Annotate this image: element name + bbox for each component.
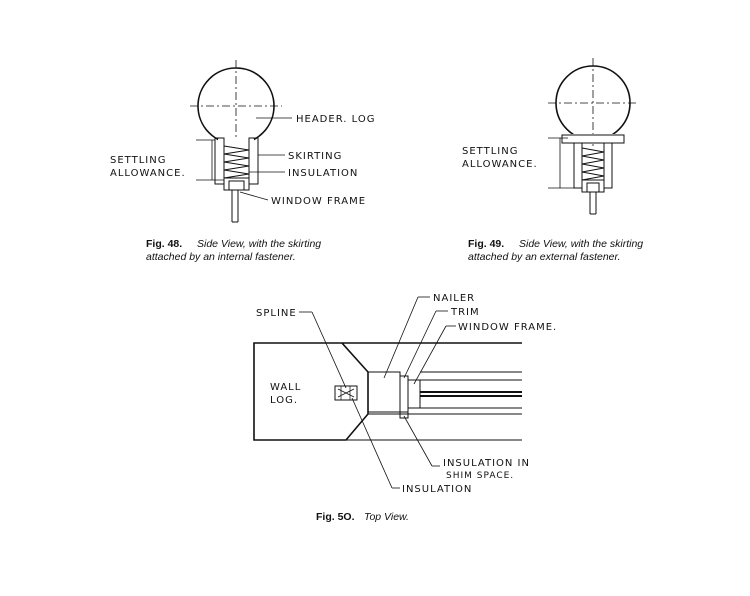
fig48-caption-line2: attached by an internal fastener. — [146, 251, 296, 263]
fig49-caption-line1: Side View, with the skirting — [519, 238, 643, 250]
fig48-window-frame-label: WINDOW FRAME — [271, 196, 366, 207]
skirting-left — [214, 137, 225, 185]
wall-log-outline — [253, 342, 522, 441]
fig50-wall-log-label-2: LOG. — [270, 395, 298, 406]
fig50-nailer-label: NAILER — [433, 293, 475, 304]
fig50-window-frame-label: WINDOW FRAME. — [458, 322, 557, 333]
fig49-caption-line2: attached by an external fastener. — [468, 251, 621, 263]
window-frame — [407, 379, 421, 409]
fig48-header-log-label: HEADER. LOG — [296, 114, 375, 125]
fig50-trim-label: TRIM — [450, 307, 480, 318]
trim — [399, 375, 409, 413]
fig50-wall-log-label-1: WALL — [270, 382, 301, 393]
fig50-spline-label: SPLINE — [256, 308, 297, 319]
skirting-cap — [561, 134, 625, 144]
fig48-caption-line1: Side View, with the skirting — [197, 238, 321, 250]
insulation-coil — [581, 147, 605, 181]
insulation-coil — [223, 145, 250, 179]
fig49-caption-number: Fig. 49. — [468, 238, 504, 250]
skirting-right — [248, 137, 259, 185]
fig48-settling-label-1: SETTLING — [110, 155, 166, 166]
fig50-insulation-label: INSULATION — [402, 484, 472, 495]
fig49-settling-label-2: ALLOWANCE. — [462, 159, 538, 170]
fig50-caption-text: Top View. — [364, 511, 409, 523]
fig50-insulation-shim-label-2: SHIM SPACE. — [446, 471, 514, 481]
fig48-drawing — [190, 60, 292, 223]
fig50-drawing — [253, 296, 522, 489]
skirting-left — [573, 142, 583, 189]
fig49-drawing — [548, 58, 638, 215]
fig49-settling-label-1: SETTLING — [462, 146, 518, 157]
spline — [334, 385, 358, 401]
fig48-skirting-label: SKIRTING — [288, 151, 342, 162]
skirting-right — [603, 142, 613, 189]
fig48-settling-label-2: ALLOWANCE. — [110, 168, 186, 179]
fig48-insulation-label: INSULATION — [288, 168, 358, 179]
fig50-caption-number: Fig. 5O. — [316, 511, 355, 523]
fig50-insulation-shim-label-1: INSULATION IN — [443, 458, 530, 469]
fig48-caption-number: Fig. 48. — [146, 238, 182, 250]
